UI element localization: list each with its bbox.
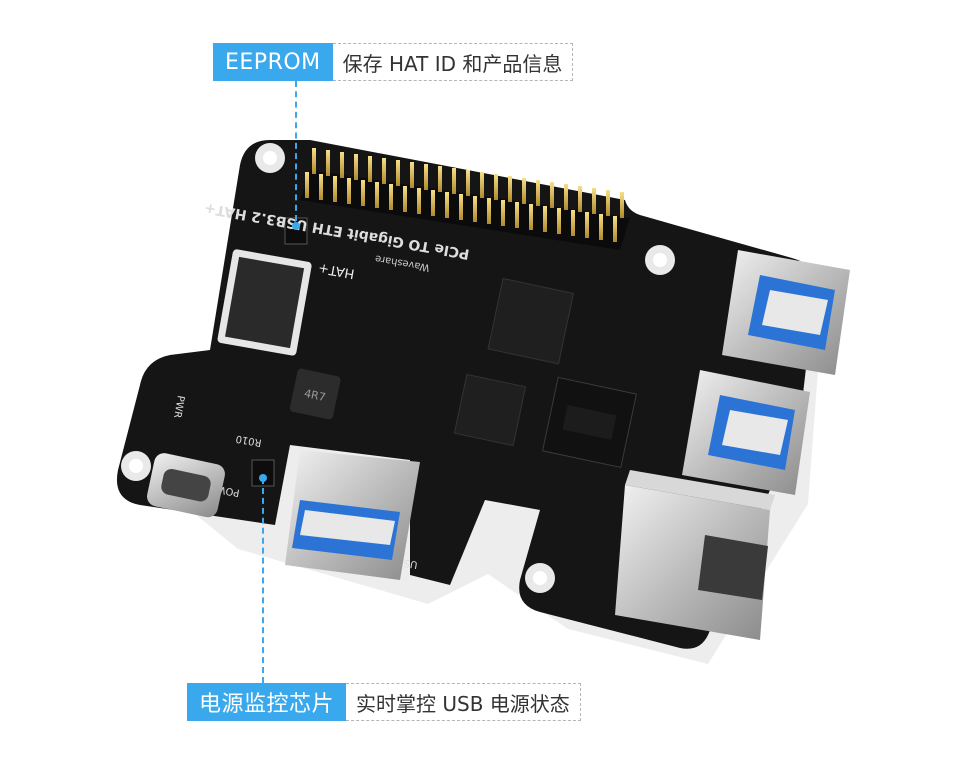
rj45-ethernet-port [615, 470, 775, 640]
usb-controller-chip [453, 373, 527, 447]
hat-plus-badge: HAT+ [317, 260, 356, 281]
inductor: 4R7 [289, 368, 341, 420]
pwr-label: PWR [171, 394, 186, 418]
lan-transformer [541, 376, 637, 469]
eeprom-callout-tag: EEPROM [213, 43, 333, 81]
inductor-label: 4R7 [303, 387, 327, 404]
eeprom-callout: EEPROM 保存 HAT ID 和产品信息 [213, 43, 574, 81]
power-monitor-leader-dot [259, 474, 267, 482]
pcie-fpc-connector [217, 249, 312, 356]
resistor-label: R010 [235, 433, 263, 448]
mounting-holes [121, 143, 675, 593]
ethernet-controller-chip [487, 277, 575, 365]
eeprom-callout-description: 保存 HAT ID 和产品信息 [332, 43, 574, 81]
usb3-port-middle-right [682, 370, 810, 495]
gpio-header [300, 148, 630, 250]
power-monitor-callout-description: 实时掌控 USB 电源状态 [346, 683, 581, 721]
usb-c-port [147, 453, 225, 518]
power-monitor-leader-line [262, 478, 264, 683]
usb3-port-top-right [722, 250, 850, 375]
power-monitor-callout-tag: 电源监控芯片 [187, 683, 347, 721]
eeprom-leader-line [295, 81, 297, 221]
usb3-port-front [285, 450, 420, 580]
power-monitor-callout: 电源监控芯片 实时掌控 USB 电源状态 [187, 683, 581, 721]
eeprom-leader-dot [292, 222, 300, 230]
